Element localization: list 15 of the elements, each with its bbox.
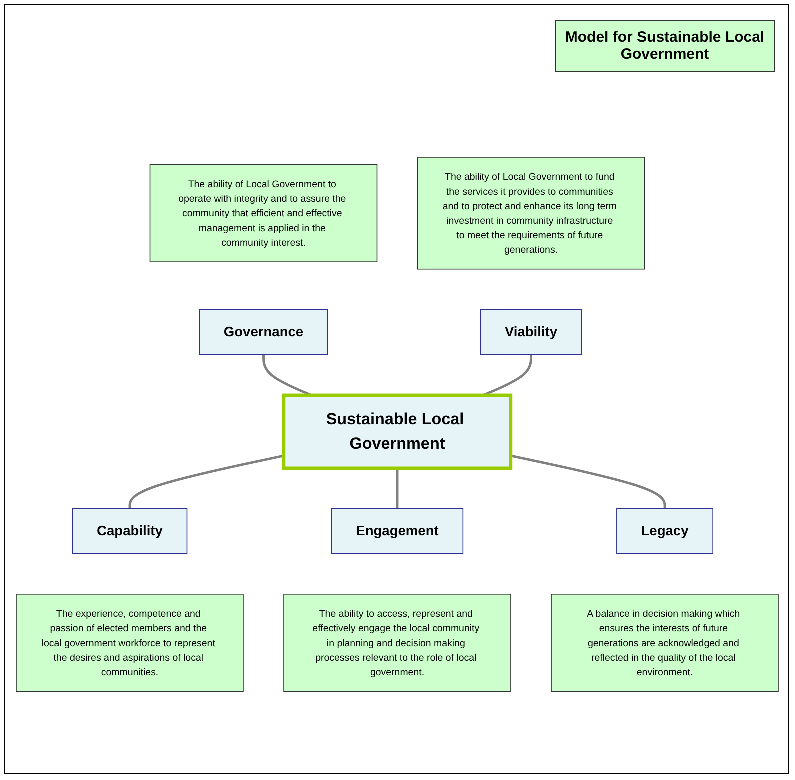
node-box: A balance in decision making which ensures the interests of future generations are acknowledged and reflected in the quality of the local environment.	[551, 594, 779, 693]
connector	[396, 468, 399, 510]
node-box: The experience, competence and passion of elected members and the local government workforce to represent the desires and aspirations of local communities.	[16, 594, 244, 693]
diagram-title: Model for Sustainable Local Government	[555, 20, 775, 72]
node-box: Legacy	[616, 508, 714, 555]
node-box: The ability of Local Government to operate with integrity and to assure the community that efficient and effective management is applied in the community interest.	[150, 164, 378, 263]
node-box: The ability to access, represent and effectively engage the local community in planning and decision making processes relevant to the role of local government.	[284, 594, 512, 693]
node-box: The ability of Local Government to fund the services it provides to communities and to protect and enhance its long term investment in community infrastructure to meet the requirements of future generations.	[417, 157, 646, 270]
node-box: Viability	[480, 310, 582, 356]
node-box: Governance	[199, 310, 328, 356]
node-box: Engagement	[331, 508, 464, 555]
node-box: Capability	[72, 508, 188, 555]
connector	[128, 455, 284, 510]
node-box: Sustainable Local Government	[282, 394, 513, 470]
connector	[510, 455, 666, 510]
